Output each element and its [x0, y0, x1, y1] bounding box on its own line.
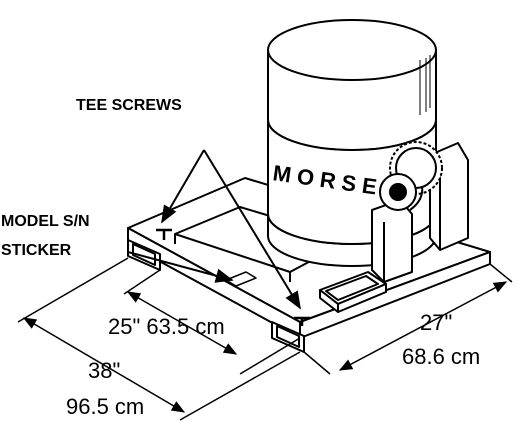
sticker-arrow	[127, 251, 234, 283]
dimension-lines	[17, 257, 513, 421]
depth-dimension-cm: 68.6 cm	[402, 344, 480, 369]
gear-bracket-assembly	[371, 141, 469, 283]
drum-top	[267, 19, 437, 81]
depth-dimension-in: 27"	[420, 310, 452, 335]
tee-screw-left	[156, 228, 172, 240]
leader-arrows	[127, 149, 301, 310]
dim-length	[22, 317, 186, 413]
crank-handle	[409, 185, 424, 211]
tee-screw-arrow-left	[161, 149, 205, 224]
tee-screw-arrow-right	[203, 149, 301, 310]
dim-depth	[338, 281, 508, 371]
front-bracket	[371, 199, 413, 283]
length-dimension-in: 38"	[88, 358, 120, 383]
inner-width-dimension: 25" 63.5 cm	[108, 314, 225, 339]
model-sn-label-line2: STICKER	[1, 242, 72, 259]
tee-screw-right	[294, 316, 310, 326]
model-sn-label-line1: MODEL S/N	[1, 213, 90, 230]
length-dimension-cm: 96.5 cm	[66, 394, 144, 419]
tee-screws-label: TEE SCREWS	[76, 97, 182, 114]
